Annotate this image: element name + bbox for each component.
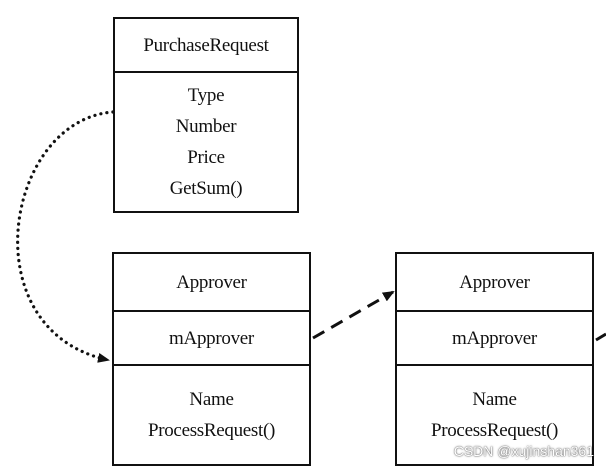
member-name: Name (189, 389, 234, 410)
approver-class-box-1: Approver mApprover Name ProcessRequest() (112, 252, 311, 466)
class-field-section: mApprover (397, 310, 592, 364)
member-processrequest: ProcessRequest() (430, 420, 559, 441)
member-processrequest: ProcessRequest() (147, 420, 276, 441)
class-name: PurchaseRequest (143, 34, 269, 56)
csdn-watermark: CSDN @xujinshan361 (453, 443, 594, 459)
field-mapprover: mApprover (452, 327, 537, 349)
member-price: Price (187, 147, 225, 168)
dashed-successor-arrow-continued (595, 332, 606, 342)
field-mapprover: mApprover (169, 327, 254, 349)
class-name-section: Approver (114, 254, 309, 310)
class-field-section: mApprover (114, 310, 309, 364)
class-members-section: Name ProcessRequest() (397, 364, 592, 464)
member-number: Number (175, 116, 237, 137)
purchase-request-class-box: PurchaseRequest Type Number Price GetSum… (113, 17, 299, 213)
member-name: Name (472, 389, 517, 410)
class-name: Approver (176, 271, 247, 293)
class-members-section: Name ProcessRequest() (114, 364, 309, 464)
approver-class-box-2: Approver mApprover Name ProcessRequest() (395, 252, 594, 466)
class-members-section: Type Number Price GetSum() (115, 71, 297, 211)
member-type: Type (187, 85, 225, 106)
dotted-association-arrow (16, 110, 115, 363)
dashed-successor-arrow (312, 290, 395, 340)
class-name: Approver (459, 271, 530, 293)
member-getsum: GetSum() (169, 178, 243, 199)
class-name-section: Approver (397, 254, 592, 310)
class-name-section: PurchaseRequest (115, 19, 297, 71)
